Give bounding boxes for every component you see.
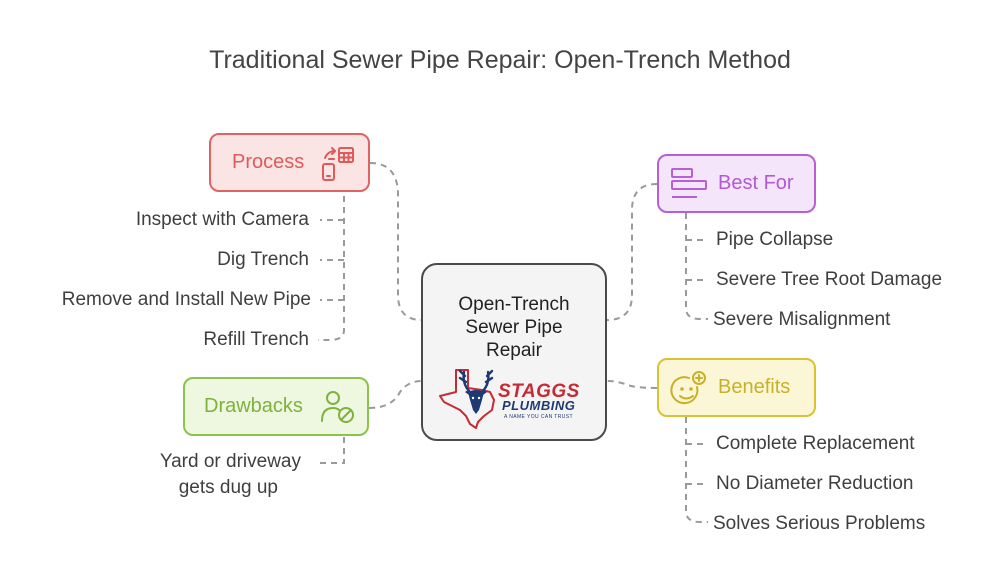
best-for-label: Best For <box>718 172 794 194</box>
logo-tagline: A NAME YOU CAN TRUST <box>504 414 573 420</box>
connector-best-for <box>606 183 658 321</box>
connector-drawbacks <box>368 380 423 409</box>
drawbacks-node[interactable]: Drawbacks <box>183 377 369 436</box>
center-title-line-2: Sewer Pipe <box>465 317 563 338</box>
best-for-item-3: Severe Misalignment <box>713 309 891 330</box>
drawbacks-item-1: Yard or driveway <box>159 451 301 472</box>
drawbacks-item-2: gets dug up <box>178 477 278 498</box>
best-for-item-2: Severe Tree Root Damage <box>716 269 943 290</box>
process-item-2: Dig Trench <box>217 249 309 270</box>
best-for-item-1: Pipe Collapse <box>716 229 834 250</box>
connector-drawbacks-list <box>320 437 345 464</box>
process-node[interactable]: Process <box>209 133 370 192</box>
logo-sub: PLUMBING <box>502 398 576 413</box>
texas-deer-logo-icon <box>439 369 495 429</box>
benefits-item-3: Solves Serious Problems <box>713 513 926 534</box>
connector-benefits-list <box>685 417 708 523</box>
center-title-line-3: Repair <box>486 340 542 361</box>
calculator-phone-icon <box>322 147 354 181</box>
process-item-3: Remove and Install New Pipe <box>61 289 311 310</box>
process-item-4: Refill Trench <box>203 329 309 350</box>
benefits-label: Benefits <box>718 376 791 398</box>
connector-process-list <box>318 196 345 341</box>
benefits-item-2: No Diameter Reduction <box>716 473 914 494</box>
logo-name: STAGGS <box>498 381 580 402</box>
connector-benefits <box>606 380 658 389</box>
align-bars-icon <box>671 168 707 198</box>
best-for-node[interactable]: Best For <box>657 154 816 213</box>
center-title-line-1: Open-Trench <box>458 294 570 315</box>
smile-plus-icon <box>670 371 706 405</box>
connector-best-for-list <box>685 213 708 320</box>
benefits-item-1: Complete Replacement <box>716 433 915 454</box>
drawbacks-label: Drawbacks <box>204 395 303 417</box>
process-item-1: Inspect with Camera <box>135 209 309 230</box>
center-node[interactable]: Open-Trench Sewer Pipe Repair <box>421 263 607 441</box>
staggs-plumbing-logo: STAGGS PLUMBING A NAME YOU CAN TRUST <box>438 366 590 430</box>
user-blocked-icon <box>321 391 354 423</box>
benefits-node[interactable]: Benefits <box>657 358 816 417</box>
process-label: Process <box>232 151 305 173</box>
diagram-title: Traditional Sewer Pipe Repair: Open-Tren… <box>209 46 791 74</box>
connector-process <box>369 162 423 321</box>
